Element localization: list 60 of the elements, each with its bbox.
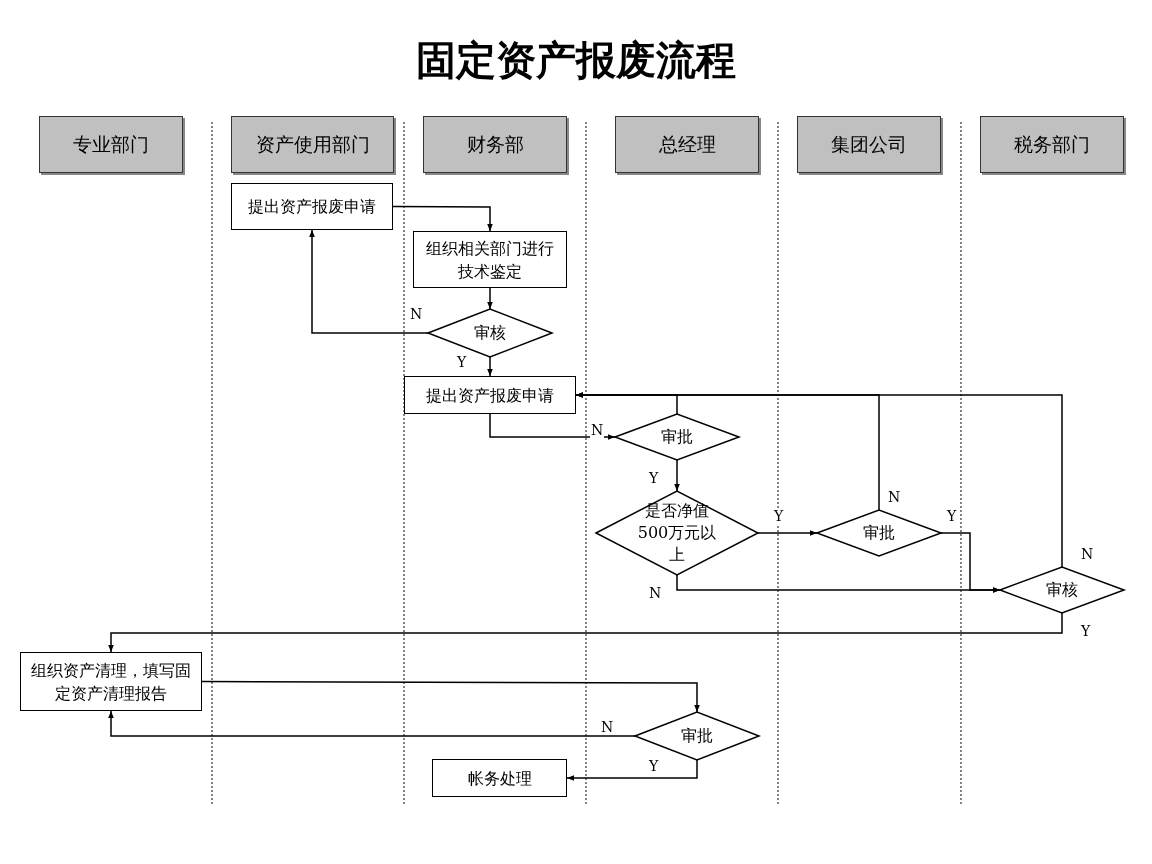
process-box <box>20 652 202 711</box>
decision-diamond <box>1000 567 1124 613</box>
edge-label: N <box>648 585 663 601</box>
lane-header <box>615 116 759 173</box>
edge-label: Y <box>456 354 468 370</box>
edge-label: Y <box>773 508 785 524</box>
flow-arrow <box>674 459 680 492</box>
lane-header <box>797 116 941 173</box>
process-text: 提出资产报废申请 <box>426 384 554 407</box>
process-box <box>432 759 567 797</box>
flow-arrow <box>757 530 818 536</box>
decision-text: 审批 <box>681 725 713 747</box>
process-box <box>413 231 567 288</box>
flow-arrow <box>309 229 429 334</box>
flow-arrow <box>108 710 636 737</box>
decision-diamond <box>428 309 552 357</box>
process-text: 组织资产清理，填写固定资产清理报告 <box>30 659 192 705</box>
process-text: 提出资产报废申请 <box>248 196 376 218</box>
edge-label: N <box>409 306 424 322</box>
diagram-title: 固定资产报废流程 <box>415 36 737 85</box>
decision-diamond <box>817 510 941 556</box>
flow-arrow <box>489 413 616 440</box>
process-box <box>231 183 393 230</box>
process-box <box>404 376 576 414</box>
edge-label: N <box>887 489 902 505</box>
process-text: 组织相关部门进行技术鉴定 <box>425 237 555 283</box>
decision-text: 审核 <box>474 322 506 344</box>
lane-header <box>980 116 1124 173</box>
edge-label: N <box>600 719 615 735</box>
decision-text: 是否净值500万元以上 <box>637 500 717 566</box>
edge-label: Y <box>1080 623 1092 639</box>
edge-label: N <box>590 422 605 438</box>
flow-arrow <box>392 205 493 232</box>
edge-label: Y <box>648 470 660 486</box>
edge-label: N <box>1080 546 1095 562</box>
lane-header <box>423 116 567 173</box>
flow-arrow <box>487 356 493 377</box>
flow-arrow <box>201 680 700 713</box>
decision-text: 审核 <box>1046 579 1078 601</box>
edge-label: Y <box>946 508 958 524</box>
decision-text: 审批 <box>863 522 895 544</box>
lane-header <box>39 116 183 173</box>
edge-label: Y <box>648 758 660 774</box>
lane-title: 总经理 <box>658 131 716 157</box>
lane-title: 财务部 <box>466 131 524 157</box>
flow-arrow <box>575 392 1063 568</box>
decision-diamond <box>615 414 739 460</box>
decision-text: 审批 <box>661 426 693 448</box>
lane-title: 资产使用部门 <box>255 131 370 157</box>
flow-arrow <box>487 287 493 310</box>
lane-title: 税务部门 <box>1014 131 1090 157</box>
lane-header <box>231 116 394 173</box>
process-text: 帐务处理 <box>467 767 532 790</box>
decision-diamond <box>596 491 758 575</box>
lane-title: 专业部门 <box>73 131 149 157</box>
flow-arrow <box>676 574 1001 593</box>
decision-diamond <box>635 712 759 760</box>
flow-arrow <box>108 612 1063 653</box>
flow-arrow <box>566 759 698 781</box>
lane-title: 集团公司 <box>831 131 907 157</box>
